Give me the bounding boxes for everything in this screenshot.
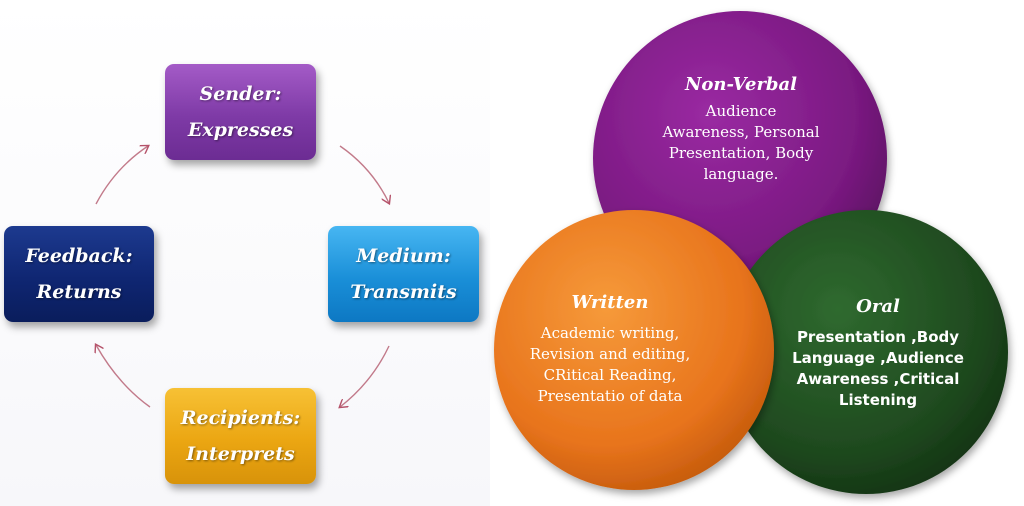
feedback-label: Feedback: xyxy=(25,245,133,267)
written-text: Written Academic writing, Revision and e… xyxy=(510,292,710,407)
non-verbal-line-2: Awareness, Personal xyxy=(662,123,820,141)
oral-line-1: Presentation ,Body xyxy=(796,328,960,346)
oral-line-3: Awareness ,Critical xyxy=(796,370,960,388)
oral-line-4: Listening xyxy=(838,391,918,409)
feedback-box: Feedback: Returns xyxy=(4,226,154,322)
non-verbal-text: Non-Verbal Audience Awareness, Personal … xyxy=(632,74,850,185)
non-verbal-line-4: language. xyxy=(703,165,779,183)
written-circle xyxy=(494,210,774,490)
recipients-action: Interprets xyxy=(186,443,295,465)
written-line-3: CRitical Reading, xyxy=(543,366,677,384)
cycle-arrows xyxy=(0,0,490,506)
arrow-feedback-to-sender xyxy=(95,146,148,205)
oral-circle xyxy=(724,210,1008,494)
feedback-action: Returns xyxy=(36,281,122,303)
arrow-recipients-to-feedback xyxy=(96,345,151,408)
recipients-label: Recipients: xyxy=(180,407,301,429)
recipients-box: Recipients: Interprets xyxy=(165,388,316,484)
sender-box: Sender: Expresses xyxy=(165,64,316,160)
non-verbal-title: Non-Verbal xyxy=(684,74,798,95)
written-title: Written xyxy=(571,292,649,313)
medium-action: Transmits xyxy=(350,281,457,303)
oral-title: Oral xyxy=(856,296,900,317)
medium-label: Medium: xyxy=(356,245,451,267)
arrow-medium-to-recipients xyxy=(340,345,390,407)
written-line-2: Revision and editing, xyxy=(529,345,691,363)
arrow-sender-to-medium xyxy=(339,145,389,203)
written-line-4: Presentatio of data xyxy=(537,387,683,405)
non-verbal-line-1: Audience xyxy=(705,102,777,120)
non-verbal-line-3: Presentation, Body xyxy=(668,144,814,162)
medium-box: Medium: Transmits xyxy=(328,226,479,322)
oral-line-2: Language ,Audience xyxy=(792,349,964,367)
written-line-1: Academic writing, xyxy=(540,324,680,342)
sender-action: Expresses xyxy=(187,119,294,141)
oral-text: Oral Presentation ,Body Language ,Audien… xyxy=(780,296,976,411)
sender-label: Sender: xyxy=(199,83,282,105)
